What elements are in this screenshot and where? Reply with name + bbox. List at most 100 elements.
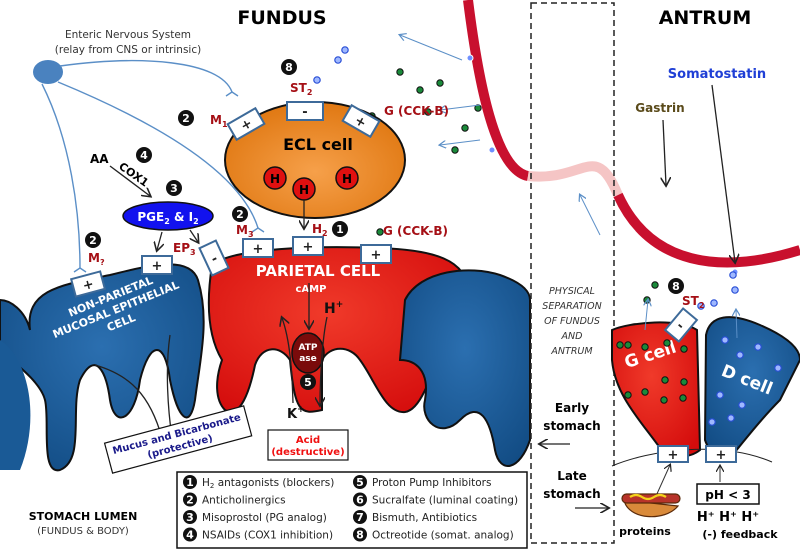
svg-text:5: 5 — [356, 476, 364, 489]
svg-text:7: 7 — [356, 511, 364, 524]
hormone-transport-arrow — [580, 195, 601, 236]
gastrin-granule — [624, 341, 632, 349]
svg-text:8: 8 — [285, 61, 293, 74]
svg-text:Bismuth, Antibiotics: Bismuth, Antibiotics — [372, 512, 477, 524]
mucosal-m-receptor: + — [69, 270, 107, 298]
svg-text:-: - — [302, 105, 307, 120]
somatostatin-granule — [341, 46, 349, 54]
gastrin-granule — [680, 345, 688, 353]
somatostatin-granule — [716, 391, 724, 399]
h-plus-label: H+ — [324, 300, 343, 317]
drug-marker: 2 — [232, 206, 248, 222]
svg-text:3: 3 — [170, 182, 178, 195]
protein-arrow — [655, 465, 670, 497]
svg-text:OF FUNDUS: OF FUNDUS — [544, 316, 600, 327]
svg-text:+: + — [371, 248, 382, 263]
gastrin-release-arrow — [645, 300, 648, 331]
ph-box — [696, 483, 760, 505]
svg-text:PHYSICAL: PHYSICAL — [549, 286, 595, 297]
svg-text:+: + — [253, 242, 264, 257]
svg-text:Misoprostol (PG analog): Misoprostol (PG analog) — [202, 512, 327, 524]
nerve-to-m1 — [59, 60, 233, 93]
late-stomach-label: Late — [557, 469, 587, 483]
stomach-lumen-label: STOMACH LUMEN — [29, 510, 138, 523]
hormone-transport-arrow — [440, 139, 481, 145]
gastrin-label: Gastrin — [635, 101, 684, 115]
gastrin-granule — [376, 228, 384, 236]
nerve-to-m-unknown — [41, 83, 81, 269]
parietal-gastrin-receptor-label: G (CCK-B) — [383, 224, 448, 238]
enteric-sublabel: (relay from CNS or intrinsic) — [55, 44, 201, 56]
svg-text:4: 4 — [140, 149, 148, 162]
somatostatin-granule — [736, 351, 744, 359]
prostaglandin-label: PGE2 & I2 — [137, 210, 198, 226]
hormone-transport-arrow — [400, 35, 463, 61]
somatostatin-arrow — [711, 84, 735, 262]
svg-text:+: + — [152, 259, 163, 274]
gastrin-granule — [651, 281, 659, 289]
potassium-uptake-arrow — [282, 318, 294, 404]
svg-text:3: 3 — [186, 511, 194, 524]
svg-text:Sucralfate (luminal coating): Sucralfate (luminal coating) — [372, 495, 518, 507]
legend-item: 4 NSAIDs (COX1 inhibition) — [183, 527, 333, 542]
somatostatin-granule — [334, 56, 342, 64]
gastrin-granule — [616, 341, 624, 349]
svg-text:NSAIDs (COX1 inhibition): NSAIDs (COX1 inhibition) — [202, 530, 333, 542]
g-cell-st2-label: ST2 — [682, 294, 704, 310]
svg-text:AND: AND — [561, 331, 583, 342]
somatostatin-granule — [738, 401, 746, 409]
gastrin-granule — [451, 146, 459, 154]
enteric-label: Enteric Nervous System — [65, 29, 191, 41]
epithelial-cell-right — [398, 269, 531, 467]
gastrin-granule — [641, 343, 649, 351]
ecl-m1-receptor: + — [226, 106, 266, 142]
ecl-st2-label: ST2 — [290, 81, 312, 97]
parietal-cell — [207, 246, 470, 414]
somatostatin-granule — [697, 302, 705, 310]
gastrin-granule — [661, 376, 669, 384]
hormone-transport-arrow — [440, 104, 481, 110]
svg-text:+: + — [303, 240, 314, 255]
svg-text:2: 2 — [236, 208, 244, 221]
drug-marker: 8 — [281, 59, 297, 75]
gastrin-granule — [679, 394, 687, 402]
svg-text:SEPARATION: SEPARATION — [542, 301, 601, 312]
nerve-to-m3 — [57, 81, 259, 229]
svg-text:8: 8 — [356, 529, 364, 542]
svg-text:Proton Pump Inhibitors: Proton Pump Inhibitors — [372, 477, 491, 489]
ph-label: pH < 3 — [705, 488, 750, 502]
svg-text:+: + — [668, 448, 679, 463]
separation-box — [530, 2, 615, 544]
legend-item: 7 Bismuth, Antibiotics — [353, 510, 477, 524]
svg-text:H: H — [299, 183, 309, 197]
mucus-secretion-arrow-1 — [94, 364, 162, 438]
svg-text:H: H — [342, 172, 352, 186]
gastrin-granule — [396, 68, 404, 76]
nerve-terminal-m1 — [225, 91, 239, 97]
m3-label: M3 — [236, 223, 254, 239]
somatostatin-granule — [721, 336, 729, 344]
proteins-label: proteins — [619, 525, 671, 538]
hormone-in-vessel — [488, 146, 496, 154]
gastrin-granule — [643, 296, 651, 304]
parietal-cell-label: PARIETAL CELL — [256, 262, 381, 280]
hormone-in-vessel — [466, 54, 474, 62]
svg-text:4: 4 — [186, 529, 194, 542]
h2-label: H2 — [312, 222, 328, 238]
fundus-title: FUNDUS — [237, 7, 326, 29]
drug-marker: 1 — [332, 221, 348, 237]
svg-text:2: 2 — [182, 112, 190, 125]
svg-text:Anticholinergics: Anticholinergics — [202, 495, 286, 507]
parietal-m3-receptor: + — [242, 238, 274, 258]
pg-to-mucosal-arrow — [157, 231, 162, 250]
svg-text:5: 5 — [304, 376, 312, 389]
svg-text:H: H — [270, 172, 280, 186]
cox1-arrow — [109, 165, 150, 196]
svg-text:ANTRUM: ANTRUM — [550, 346, 592, 357]
blood-vessel — [463, 0, 530, 181]
g-cell-protein-receptor: + — [657, 445, 689, 463]
early-stomach-sublabel: stomach — [543, 419, 600, 433]
gastrin-granule — [424, 108, 432, 116]
